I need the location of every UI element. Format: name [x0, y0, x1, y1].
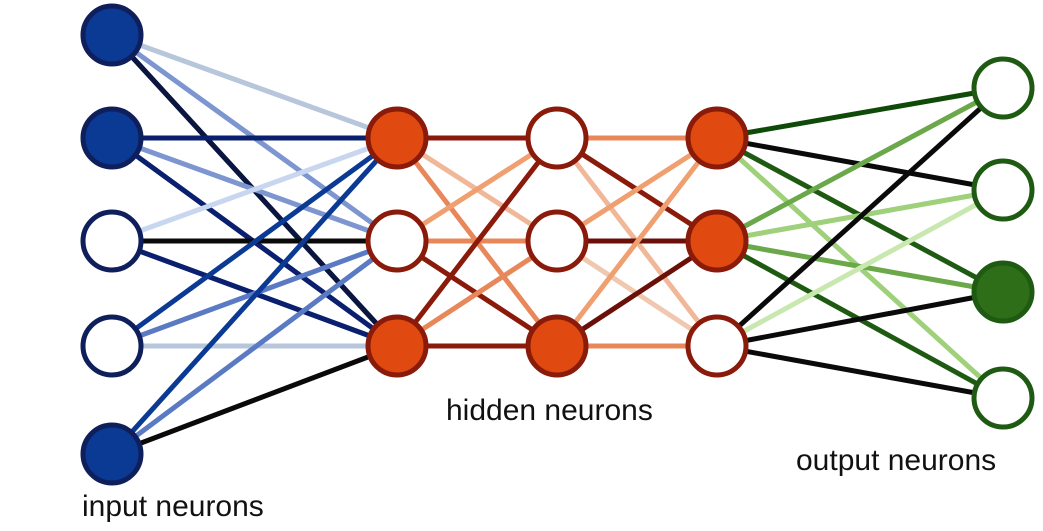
input-neuron	[80, 106, 144, 170]
hidden-neuron	[685, 209, 749, 273]
hidden-neuron	[685, 106, 749, 170]
connection-line	[714, 85, 1006, 349]
output-neurons-label: output neurons	[796, 444, 997, 477]
connection-line	[394, 135, 560, 349]
input-neuron	[80, 422, 144, 486]
connection-line	[714, 85, 1006, 141]
connection-line	[714, 289, 1006, 349]
connection-line	[714, 85, 1006, 244]
hidden-neuron	[525, 314, 589, 378]
connection-line	[109, 238, 400, 457]
hidden-neuron	[685, 314, 749, 378]
connection-line	[554, 238, 720, 349]
connection-line	[109, 135, 400, 244]
output-neuron	[971, 366, 1035, 430]
connection-line	[109, 135, 400, 349]
output-neuron	[971, 260, 1035, 324]
hidden-neuron	[365, 314, 429, 378]
neurons-group	[80, 3, 1035, 486]
connection-line	[714, 187, 1006, 349]
input-neurons-label: input neurons	[82, 490, 264, 523]
input-neuron	[80, 209, 144, 273]
input-neuron	[80, 3, 144, 67]
output-neuron	[971, 158, 1035, 222]
hidden-neuron	[525, 106, 589, 170]
connection-line	[554, 135, 720, 349]
connection-line	[394, 238, 560, 349]
connection-line	[394, 135, 560, 244]
hidden-neurons-label: hidden neurons	[446, 394, 653, 427]
connection-line	[109, 135, 400, 457]
output-neuron	[971, 56, 1035, 120]
hidden-neuron	[365, 106, 429, 170]
hidden-neuron	[365, 209, 429, 273]
connection-line	[554, 135, 720, 244]
connection-line	[714, 343, 1006, 401]
input-neuron	[80, 314, 144, 378]
connection-line	[109, 32, 400, 141]
connection-line	[109, 343, 400, 457]
hidden-neuron	[525, 209, 589, 273]
